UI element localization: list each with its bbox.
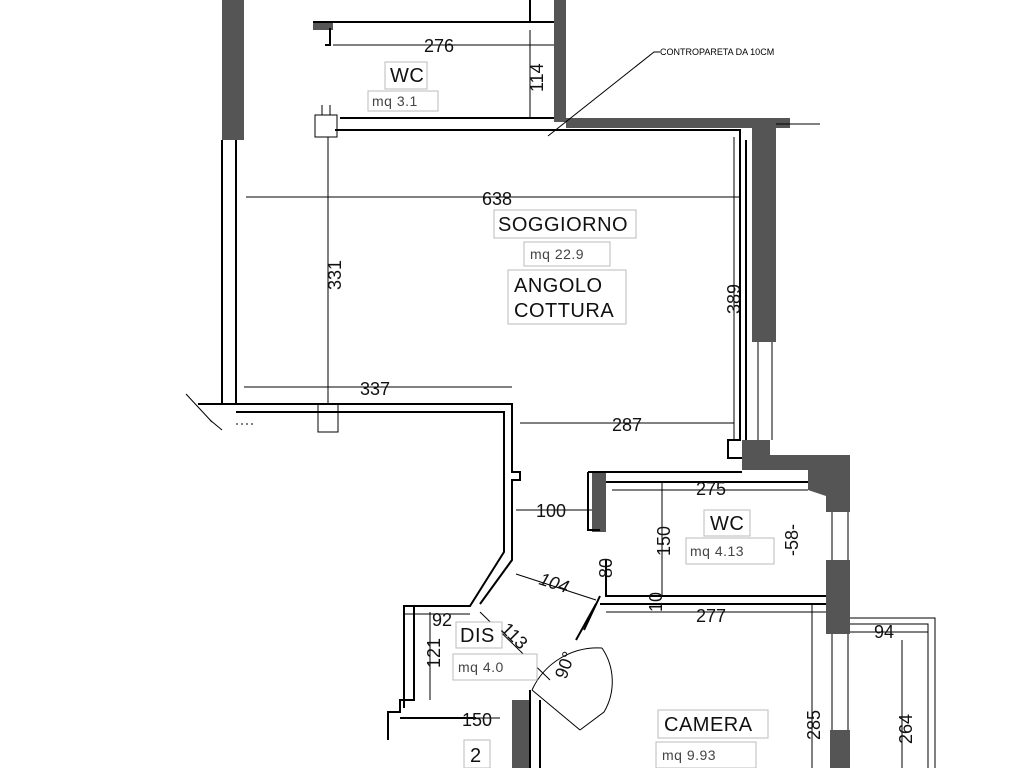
room-camera: CAMERA mq 9.93 — [655, 709, 769, 768]
dim-90: 90° — [551, 649, 579, 681]
dimension-lines — [244, 30, 928, 768]
room-area-soggiorno: mq 22.9 — [530, 246, 584, 262]
wall-small-top — [313, 22, 333, 30]
room-name-wc-mid: WC — [710, 513, 744, 535]
dim-275: 275 — [696, 479, 726, 499]
dim-10: 10 — [646, 592, 666, 612]
room-bottom: 2 — [463, 739, 491, 768]
dim-80: 80 — [596, 558, 616, 578]
wall-right-upper — [752, 120, 776, 342]
dim-287: 287 — [612, 415, 642, 435]
dim-264: 264 — [896, 714, 916, 744]
dim-94: 94 — [874, 622, 894, 642]
dim-58: -58- — [782, 524, 802, 556]
room-name-soggiorno: SOGGIORNO — [498, 214, 628, 236]
dim-331: 331 — [325, 260, 345, 290]
wall-camera-right — [830, 730, 850, 768]
dim-277: 277 — [696, 606, 726, 626]
dim-150: 150 — [654, 526, 674, 556]
dim-638: 638 — [482, 189, 512, 209]
wall-camera-left — [512, 700, 530, 768]
wall-wc-mid-left — [592, 472, 606, 532]
room-area-wc-mid: mq 4.13 — [690, 543, 744, 559]
room-name-camera: CAMERA — [664, 714, 753, 736]
room-soggiorno: SOGGIORNO mq 22.9 ANGOLO COTTURA — [493, 209, 637, 325]
room-area-camera: mq 9.93 — [662, 747, 716, 763]
dim-114: 114 — [527, 63, 547, 92]
dim-285: 285 — [804, 710, 824, 740]
wall-block-mid-right — [742, 440, 850, 512]
wall-wc-right — [554, 0, 566, 122]
wall-lines — [185, 0, 936, 768]
dim-337: 337 — [360, 379, 390, 399]
dim-92: 92 — [432, 610, 452, 630]
room-extra-cottura: COTTURA — [514, 300, 614, 322]
dim-121: 121 — [424, 638, 444, 668]
wall-top-right — [566, 118, 790, 128]
room-dis: DIS mq 4.0 — [452, 621, 538, 681]
contropareta-note: CONTROPARETA DA 10CM — [660, 47, 774, 57]
room-wc-top: WC mq 3.1 — [367, 61, 439, 112]
room-name-bottom: 2 — [470, 745, 482, 767]
room-extra-angolo: ANGOLO — [514, 275, 603, 297]
room-area-wc-top: mq 3.1 — [372, 93, 418, 109]
room-name-wc-top: WC — [390, 65, 424, 87]
wall-right-lower — [826, 560, 850, 634]
room-area-dis: mq 4.0 — [458, 659, 504, 675]
room-name-dis: DIS — [460, 625, 495, 647]
room-wc-mid: WC mq 4.13 — [685, 509, 775, 565]
walls — [222, 0, 850, 768]
dim-150b: 150 — [462, 710, 492, 730]
dim-389: 389 — [724, 284, 744, 314]
wall-left-top — [222, 0, 244, 140]
dim-100: 100 — [536, 501, 566, 521]
dim-104: 104 — [537, 569, 572, 597]
dim-276: 276 — [424, 36, 454, 56]
